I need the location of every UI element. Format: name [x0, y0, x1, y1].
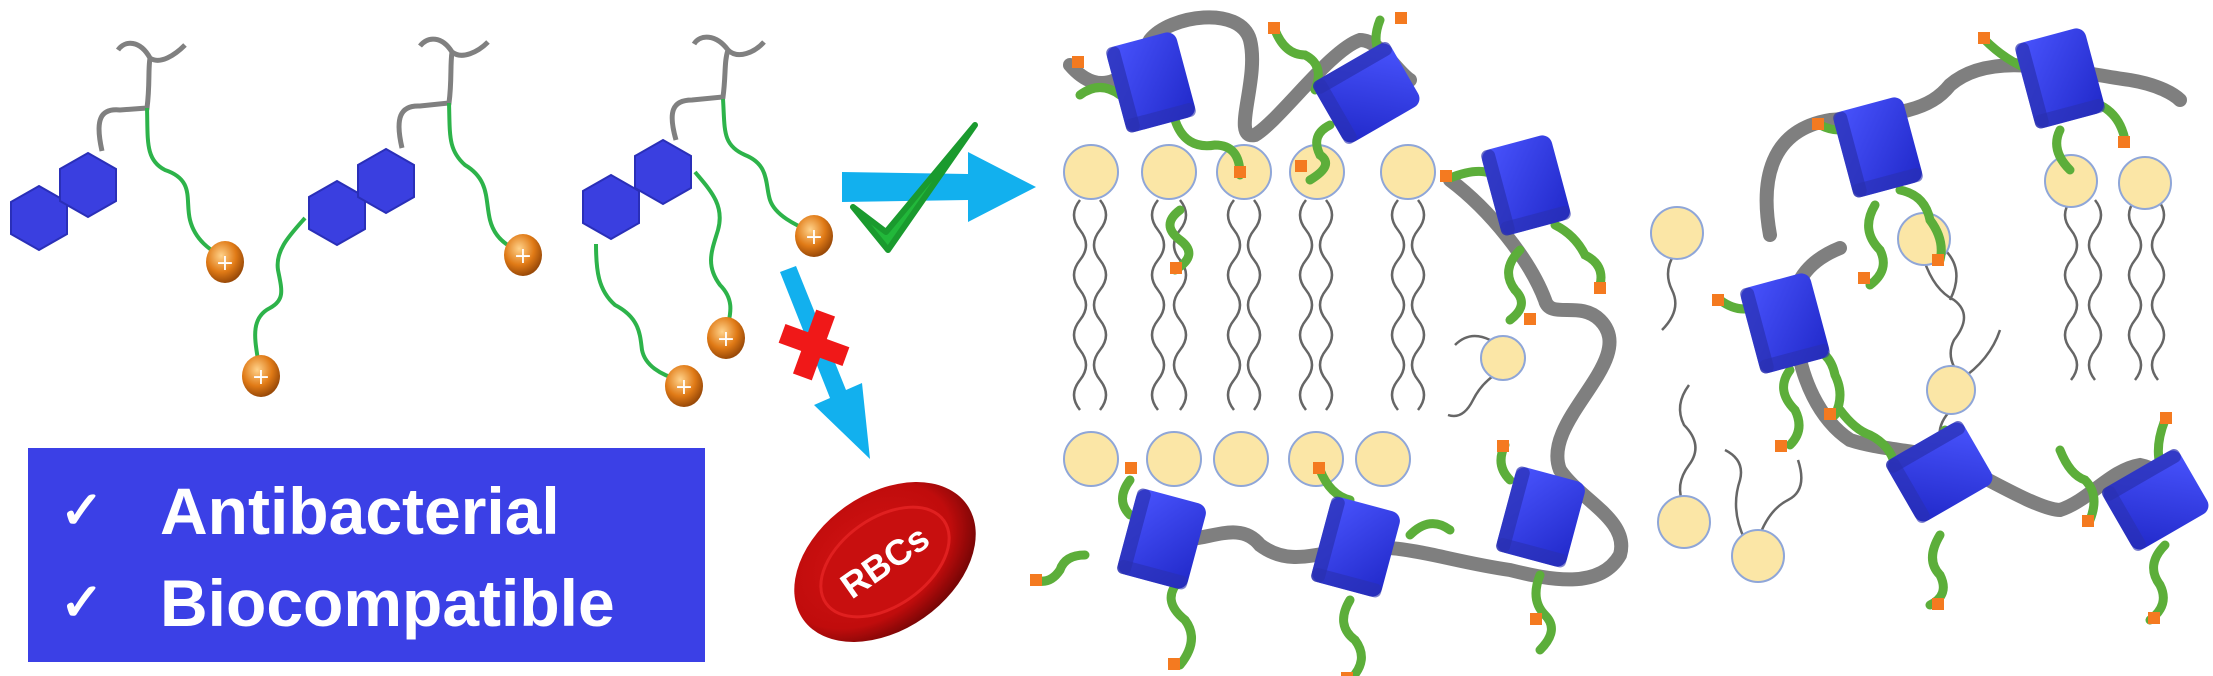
hexagon-icon: [308, 180, 366, 246]
cross-icon: [778, 309, 850, 381]
cation-bead-icon: [665, 365, 703, 407]
svg-text:+: +: [717, 327, 735, 352]
cation-bead-icon: [504, 234, 542, 276]
polymer-molecule-3: + + +: [582, 34, 833, 407]
arrow-down-icon: [780, 266, 870, 459]
polymer-molecule-1: +: [10, 40, 244, 283]
lipid-bilayer-intact: [1063, 144, 1436, 487]
red-blood-cell: RBCs: [794, 482, 976, 642]
polymer-cube-icon: [2099, 446, 2213, 554]
polymer-cube-icon: [1738, 271, 1832, 375]
svg-text:+: +: [514, 244, 532, 269]
hexagon-icon: [10, 185, 68, 251]
checkmark-icon: ✓: [60, 482, 104, 540]
svg-text:+: +: [216, 251, 234, 276]
hexagon-icon: [582, 174, 640, 240]
svg-text:+: +: [805, 225, 823, 250]
checkmark-icon: [850, 122, 978, 253]
cation-bead-icon: [206, 241, 244, 283]
feature-biocompatible: Biocompatible: [160, 566, 615, 640]
polymer-cube-icon: [1309, 495, 1403, 599]
checkmark-icon: ✓: [60, 574, 104, 632]
svg-text:+: +: [675, 375, 693, 400]
feature-box: [28, 448, 705, 662]
hexagon-icon: [357, 148, 415, 214]
cation-bead-icon: [795, 215, 833, 257]
polymer-backbones: [1063, 10, 2187, 587]
hexagon-icon: [59, 152, 117, 218]
cation-bead-icon: [707, 317, 745, 359]
lipid-tails: [1072, 199, 1426, 411]
cation-bead-icon: [242, 355, 280, 397]
svg-text:+: +: [252, 365, 270, 390]
polymer-cube-icon: [1883, 418, 1997, 526]
polymer-cube-icon: [1115, 487, 1209, 591]
polymer-molecule-2: + +: [242, 36, 542, 397]
polymer-cube-icon: [1104, 30, 1198, 134]
arrow-right-icon: [842, 152, 1036, 222]
feature-antibacterial: Antibacterial: [160, 474, 560, 548]
polymer-cube-icon: [2013, 26, 2107, 130]
lipid-bilayer-disrupted: [1447, 154, 2172, 583]
hexagon-icon: [634, 139, 692, 205]
